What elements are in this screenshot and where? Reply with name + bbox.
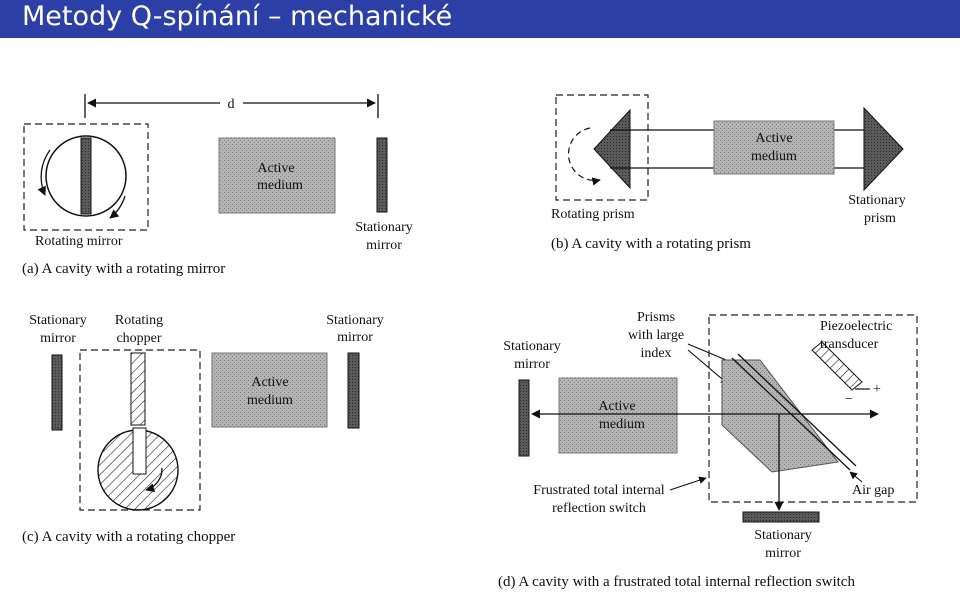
- chopper-slot: [132, 427, 147, 475]
- caption-d: (d) A cavity with a frustrated total int…: [498, 574, 855, 590]
- stationary-mirror-d-bottom-line2: mirror: [765, 546, 801, 561]
- rotation-arrow-left: [37, 149, 51, 196]
- ftir-switch-line1: Frustrated total internal: [533, 483, 665, 498]
- rotating-mirror-label: Rotating mirror: [35, 234, 123, 249]
- panel-c: Stationary mirror Rotating chopper Stati…: [22, 313, 384, 545]
- stationary-mirror-c-left-line1: Stationary: [29, 313, 87, 328]
- active-medium-b-line2: medium: [751, 149, 797, 164]
- air-gap-label: Air gap: [852, 483, 894, 498]
- piezo-transducer: [811, 341, 863, 391]
- active-medium-c-line1: Active: [251, 375, 288, 390]
- ftir-box: [708, 314, 918, 503]
- stationary-mirror-c-left-line2: mirror: [40, 331, 76, 346]
- rotating-mirror: [80, 137, 92, 215]
- rotating-prism-box: [555, 94, 649, 201]
- rotating-prism-label: Rotating prism: [551, 207, 635, 222]
- rotating-chopper-line2: chopper: [116, 331, 161, 346]
- air-gap-pointer: [849, 471, 863, 483]
- active-medium-c: [211, 352, 328, 428]
- prisms-line2: with large: [628, 328, 684, 343]
- panel-a: d Active medium Rotating mirror Stationa…: [22, 94, 413, 277]
- stationary-mirror-d-bottom-line1: Stationary: [754, 528, 812, 543]
- rotating-chopper-line1: Rotating: [115, 313, 163, 328]
- prisms-pointer-2: [687, 349, 729, 385]
- active-medium-a-line2: medium: [257, 178, 303, 193]
- stationary-prism-line2: prism: [864, 211, 896, 226]
- stationary-mirror-d-bottom: [742, 511, 820, 523]
- prisms-line1: Prisms: [637, 310, 675, 325]
- stationary-mirror-c-right-line2: mirror: [337, 330, 373, 345]
- stationary-mirror-d-left-line2: mirror: [514, 357, 550, 372]
- caption-c: (c) A cavity with a rotating chopper: [22, 529, 235, 545]
- dimension-label: d: [228, 97, 235, 112]
- piezo-line2: transducer: [820, 337, 879, 352]
- stationary-mirror-a: [376, 137, 388, 213]
- piezo-minus: −: [845, 392, 853, 407]
- panel-d: Stationary mirror Prisms with large inde…: [498, 310, 918, 590]
- prisms-line3: index: [640, 346, 671, 361]
- piezo-line1: Piezoelectric: [820, 319, 892, 334]
- stationary-mirror-a-line1: Stationary: [355, 220, 413, 235]
- active-medium-d-line1: Active: [598, 399, 635, 414]
- prism-rotation-arrow: [567, 127, 601, 186]
- active-medium-d-line2: medium: [599, 417, 645, 432]
- piezo-plus: +: [873, 382, 881, 397]
- active-medium-c-line2: medium: [247, 393, 293, 408]
- caption-a: (a) A cavity with a rotating mirror: [22, 261, 225, 277]
- rotation-arrow-right: [109, 195, 126, 219]
- ftir-switch-line2: reflection switch: [552, 501, 646, 516]
- rotating-prism: [593, 108, 631, 190]
- stationary-prism: [863, 106, 904, 192]
- prism-cube: [721, 359, 839, 473]
- active-medium-b: [713, 120, 835, 175]
- stationary-mirror-d-left: [518, 379, 530, 457]
- stationary-prism-line1: Stationary: [848, 193, 906, 208]
- stationary-mirror-c-right: [347, 352, 360, 429]
- caption-b: (b) A cavity with a rotating prism: [551, 236, 751, 252]
- chopper-rotation-arrow: [145, 467, 163, 493]
- title-bar: Metody Q-spínání – mechanické: [0, 0, 960, 38]
- active-medium-a: [218, 137, 336, 214]
- ftir-pointer: [669, 476, 707, 491]
- active-medium-a-line1: Active: [257, 161, 294, 176]
- chopper-blade: [130, 352, 146, 426]
- rotating-mirror-box: [23, 123, 149, 231]
- stationary-mirror-c-right-line1: Stationary: [326, 313, 384, 328]
- panel-b: Active medium Rotating prism Stationary …: [551, 94, 906, 252]
- slide-title: Metody Q-spínání – mechanické: [22, 1, 453, 32]
- chopper-box: [79, 349, 201, 511]
- active-medium-b-line1: Active: [755, 131, 792, 146]
- stationary-mirror-d-left-line1: Stationary: [503, 339, 561, 354]
- active-medium-d: [558, 377, 678, 454]
- stationary-mirror-a-line2: mirror: [366, 238, 402, 253]
- stationary-mirror-c-left: [51, 354, 63, 431]
